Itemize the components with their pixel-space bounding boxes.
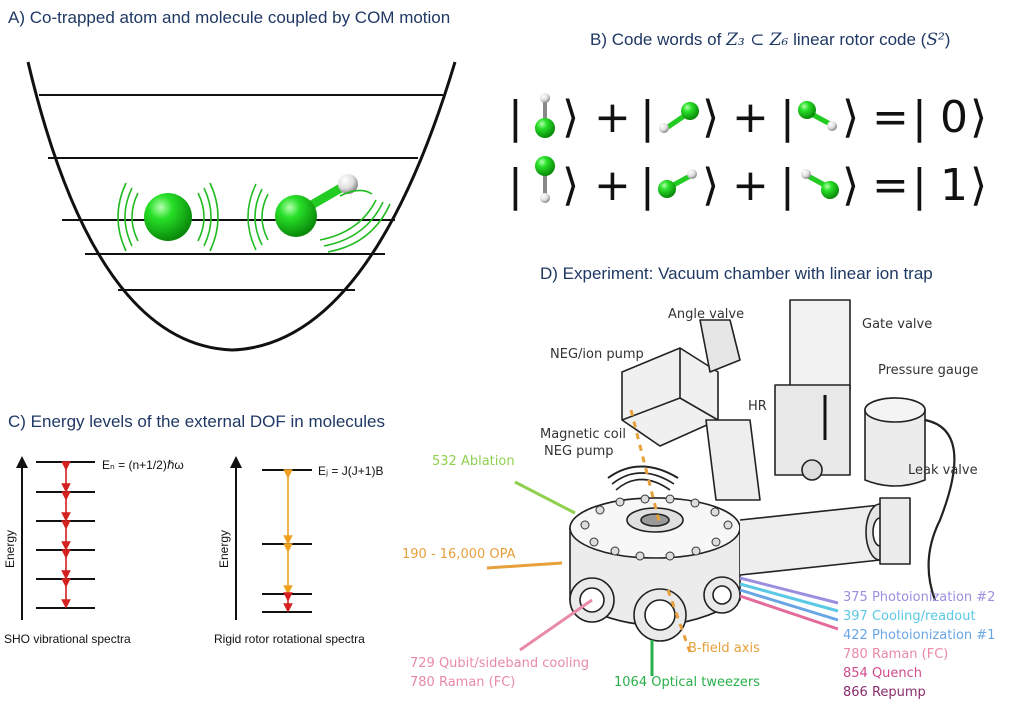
panel-b-title-math: Z₃ ⊂ Z₆ [726, 30, 789, 50]
sho-axis-label: Energy [3, 530, 17, 568]
rot-axis-label: Energy [217, 530, 231, 568]
svg-text:|: | [508, 160, 523, 211]
label-opa: 190 - 16,000 OPA [402, 547, 516, 562]
label-pressure-gauge: Pressure gauge [878, 363, 978, 378]
svg-text:|: | [640, 160, 655, 211]
plus-sign: + [732, 160, 769, 211]
svg-text:|: | [912, 92, 927, 143]
svg-text:⟩: ⟩ [970, 160, 987, 211]
code-word-row-0: | ⟩ + | ⟩ + | ⟩ = | 0 ⟩ [508, 92, 987, 143]
plus-sign: + [594, 160, 631, 211]
svg-text:⟩: ⟩ [970, 92, 987, 143]
beam-opa [486, 561, 563, 570]
beam-photo2 [739, 576, 839, 605]
svg-text:|: | [508, 92, 523, 143]
label-gate-valve: Gate valve [862, 317, 932, 332]
label-magnetic-coil: Magnetic coil [540, 427, 626, 442]
gauge-cable [924, 418, 956, 601]
panel-b-title: B) Code words of Z₃ ⊂ Z₆ linear rotor co… [590, 30, 950, 50]
flange-bolts [580, 494, 733, 561]
svg-text:|: | [640, 92, 655, 143]
panel-a-title: A) Co-trapped atom and molecule coupled … [8, 8, 451, 27]
rot-caption: Rigid rotor rotational spectra [214, 632, 365, 646]
svg-text:|: | [912, 160, 927, 211]
ket-result-0: 0 [940, 92, 968, 143]
vacuum-chamber-sketch [569, 299, 956, 642]
panel-b-title-suffix: linear rotor code ( [788, 30, 927, 49]
sho-equation: Eₙ = (n+1/2)ℏω [102, 458, 184, 472]
label-quench: 854 Quench [843, 666, 922, 681]
molecule-sphere [275, 195, 317, 237]
svg-text:⟩: ⟩ [702, 92, 719, 143]
ket-vertical-down: | ⟩ [508, 156, 579, 211]
ket-diagonal-up-left: | ⟩ [780, 160, 859, 211]
label-hr: HR [748, 399, 767, 414]
svg-text:⟩: ⟩ [842, 160, 859, 211]
ket-diagonal-up-right: | ⟩ [640, 160, 719, 211]
beam-qubit [519, 598, 593, 652]
label-photo2: 375 Photoionization #2 [843, 590, 995, 605]
rotor-levels [262, 469, 312, 613]
label-tweezers: 1064 Optical tweezers [614, 675, 760, 690]
gate-valve-body [789, 299, 851, 391]
equals-sign: = [872, 160, 909, 211]
hydrogen-atom [338, 174, 358, 194]
svg-text:⟩: ⟩ [562, 160, 579, 211]
svg-text:|: | [780, 160, 795, 211]
axis-arrow-icon [16, 456, 28, 468]
right-cross [879, 497, 911, 565]
code-word-row-1: | ⟩ + | ⟩ + | ⟩ = | 1 ⟩ [508, 156, 987, 211]
atom-sphere [144, 193, 192, 241]
panel-b-title-end: ) [944, 30, 951, 49]
ket-diagonal-down-left: | ⟩ [640, 92, 719, 143]
ket-result-1: 1 [940, 160, 968, 211]
ablation-axis-dashed [629, 409, 662, 526]
panel-b-title-math2: S² [926, 30, 945, 50]
label-cooling-readout: 397 Cooling/readout [843, 609, 976, 624]
label-neg-ion-pump: NEG/ion pump [550, 347, 644, 362]
rot-equation: Eⱼ = J(J+1)B [318, 464, 383, 478]
svg-text:⟩: ⟩ [702, 160, 719, 211]
panel-c-title: C) Energy levels of the external DOF in … [8, 412, 385, 431]
sho-caption: SHO vibrational spectra [4, 632, 131, 646]
label-b-field-axis: B-field axis [688, 641, 760, 656]
label-leak-valve: Leak valve [908, 463, 978, 478]
ket-vertical-up: | ⟩ [508, 92, 579, 143]
plus-sign: + [732, 92, 769, 143]
label-qubit-cooling: 729 Qubit/sideband cooling [410, 656, 589, 671]
beam-raman-right [739, 594, 839, 631]
neg-neck [705, 419, 761, 501]
label-photo1: 422 Photoionization #1 [843, 628, 995, 643]
svg-text:⟩: ⟩ [562, 92, 579, 143]
trapped-molecule [247, 174, 391, 253]
angle-valve-body [699, 319, 741, 373]
harmonic-well [26, 61, 457, 352]
beam-cooling [739, 582, 839, 613]
svg-text:|: | [780, 92, 795, 143]
panel-d-title: D) Experiment: Vacuum chamber with linea… [540, 264, 933, 283]
label-repump: 866 Repump [843, 685, 926, 700]
side-arm [739, 504, 881, 576]
molecule-motion-lines [247, 183, 391, 253]
magnetic-coil [607, 465, 679, 479]
sho-diagram: Energy Eₙ = (n+1/2)ℏω SHO vibrational sp… [3, 456, 184, 646]
rotor-diagram: Energy Eⱼ = J(J+1)B Rigid rotor rotation… [214, 456, 383, 646]
panel-b-title-prefix: B) Code words of [590, 30, 727, 49]
atom-motion-lines [117, 182, 219, 252]
label-neg-pump: NEG pump [544, 444, 614, 459]
label-angle-valve: Angle valve [668, 307, 744, 322]
plus-sign: + [594, 92, 631, 143]
label-raman-left: 780 Raman (FC) [410, 675, 515, 690]
trapped-atom [117, 182, 219, 252]
equals-sign: = [872, 92, 909, 143]
beam-photo1 [739, 588, 839, 622]
ket-diagonal-down-right: | ⟩ [780, 92, 859, 143]
label-ablation: 532 Ablation [432, 454, 515, 469]
label-raman-right: 780 Raman (FC) [843, 647, 948, 662]
beam-ablation [514, 480, 576, 515]
neg-pump-box [621, 347, 719, 447]
svg-text:⟩: ⟩ [842, 92, 859, 143]
axis-arrow-icon [230, 456, 242, 468]
